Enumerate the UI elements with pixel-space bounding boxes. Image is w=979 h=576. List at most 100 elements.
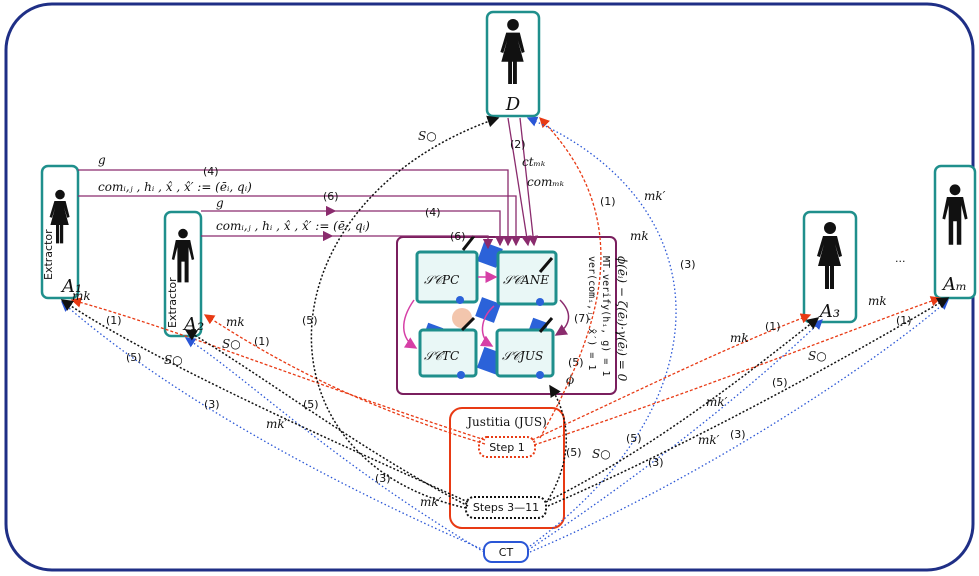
msg-com-a1: comᵢ,ⱼ , hᵢ , x̂ , x̂′ := (ēᵢ, qᵢ) <box>98 180 252 194</box>
sc-pc-label: 𝒮𝒞PC <box>424 273 459 287</box>
party-a2-label: A₂ <box>182 314 204 335</box>
step5-label-a2: (5) <box>303 398 319 411</box>
ct-box: CT <box>483 541 529 563</box>
smart-contract-panel: 𝒮𝒞PC 𝒮𝒞ANE 𝒮𝒞TC 𝒮𝒞JUS (7) ϕ(ēᵢ) − ζ( <box>396 235 629 395</box>
step5-label-d: (5) <box>302 314 318 327</box>
gear-icon <box>456 296 464 304</box>
arrow-s-a1 <box>60 299 469 503</box>
s-arrows <box>60 115 950 509</box>
step1-label: Step 1 <box>489 441 525 454</box>
arrow-mkp-a3 <box>527 319 823 551</box>
mk-label-a3: mk <box>730 331 749 345</box>
gear-icon <box>457 371 465 379</box>
mk-arrows <box>70 117 942 446</box>
arrow-a2-g-2 <box>335 210 506 247</box>
step7-label: (7) <box>574 312 590 325</box>
party-a1-label: A₁ <box>60 276 82 297</box>
arrow-mkp-am <box>529 299 949 553</box>
s-label-a1: S○ <box>164 353 183 367</box>
step5-label-jus: (5) <box>566 446 582 459</box>
parties-ellipsis: ... <box>895 252 906 265</box>
steps-3-11-box: Steps 3—11 <box>465 496 547 519</box>
msg-step6-a1: (6) <box>323 190 339 203</box>
extractor-label-a1: Extractor <box>42 229 55 280</box>
party-d-label: D <box>505 94 521 115</box>
step1-label-am: (1) <box>896 314 912 327</box>
step3-label-am: (3) <box>730 428 746 441</box>
arrow-a2-com-2 <box>332 235 494 250</box>
extractor-label-a2: Extractor <box>166 277 179 328</box>
arrow-mk-am <box>533 296 942 446</box>
step1-label-a2: (1) <box>254 335 270 348</box>
msg-g-a1: g <box>98 153 106 167</box>
condition-2: MT.verify(hᵢ, g) = 1 <box>600 256 611 376</box>
step5-label-a3: (5) <box>626 432 642 445</box>
justitia-title: Justitia (JUS) <box>465 415 547 429</box>
condition-3: ver(comᵢ,ⱼ, x̂′) = 1 <box>586 256 598 370</box>
msg-step4-a1: (4) <box>203 165 219 178</box>
mkp-label-d: mk′ <box>644 189 666 203</box>
msg-step4-a2: (4) <box>425 206 441 219</box>
mk-label-a1: mk <box>72 289 91 303</box>
arrow-mk-a3 <box>531 313 812 441</box>
arrow-mkp-d <box>526 116 677 547</box>
arrow-pc-tc <box>403 299 418 349</box>
party-d: D <box>485 10 541 118</box>
step3-label-d: (3) <box>680 258 696 271</box>
step3-label-a1: (3) <box>204 398 220 411</box>
arrow-s-a2 <box>184 329 469 507</box>
arrow-s-a3 <box>545 317 820 503</box>
step1-label-a1: (1) <box>106 314 122 327</box>
sc-tc-label: 𝒮𝒞TC <box>424 349 459 363</box>
msg-step2: (2) <box>510 138 526 151</box>
contract-sc-ane: 𝒮𝒞ANE <box>496 250 558 306</box>
step1-label-a3: (1) <box>765 320 781 333</box>
step5-label-a1: (5) <box>126 351 142 364</box>
step3-label-a2: (3) <box>375 472 391 485</box>
ct-label: CT <box>499 546 514 559</box>
msg-ct-mk: ctₘₖ <box>522 155 546 169</box>
arrow-mk-a2 <box>203 314 486 445</box>
arrow-a1-com <box>78 195 522 247</box>
steps-3-11-label: Steps 3—11 <box>473 501 539 514</box>
contract-sc-tc: 𝒮𝒞TC <box>418 316 478 379</box>
party-am: Aₘ <box>933 164 977 300</box>
mkp-label-am: mk′ <box>698 433 720 447</box>
msg-step6-a2: (6) <box>450 230 466 243</box>
arrow-mk-a1 <box>70 297 486 441</box>
mk-label-am: mk <box>868 294 887 308</box>
sc-jus-label: 𝒮𝒞JUS <box>502 349 543 363</box>
step1-box <box>478 436 536 458</box>
arrow-a1-g <box>78 169 514 247</box>
arrow-s-am <box>547 297 950 507</box>
sc-ane-label: 𝒮𝒞ANE <box>503 273 549 287</box>
step3-label-a3: (3) <box>648 456 664 469</box>
party-a3: A₃ <box>802 210 858 324</box>
arrow-step7 <box>554 299 570 336</box>
contract-sc-jus: 𝒮𝒞JUS <box>495 317 555 379</box>
step5-inner-label: (5) <box>568 356 584 369</box>
party-a3-label: A₃ <box>818 301 840 322</box>
mk-label-d: mk <box>630 229 649 243</box>
arrow-d-com <box>519 117 539 247</box>
mk-prime-arrows <box>61 116 949 553</box>
cube-icon <box>475 297 501 323</box>
pen-icon <box>538 257 554 273</box>
mk-label-a2: mk <box>226 315 245 329</box>
mkp-label-a2: mk′ <box>420 495 442 509</box>
party-a2: Extractor A₂ <box>163 210 204 338</box>
message-arrows <box>78 117 539 250</box>
party-a1: Extractor A₁ <box>40 164 82 300</box>
contract-sc-pc: 𝒮𝒞PC <box>415 235 479 304</box>
s-label-a3: S○ <box>592 447 611 461</box>
arrow-ane-jus <box>479 305 495 347</box>
mkp-label-a1: mk′ <box>266 417 288 431</box>
condition-1: ϕ(ēᵢ) − ζ(ēᵢ)·γ(ēᵢ) = 0 <box>615 256 629 382</box>
msg-com-mk: comₘₖ <box>527 175 565 189</box>
arrow-mkp-a1 <box>61 301 485 551</box>
arrow-d-ct <box>507 117 532 247</box>
pen-icon <box>461 235 476 251</box>
gear-icon <box>536 298 544 306</box>
